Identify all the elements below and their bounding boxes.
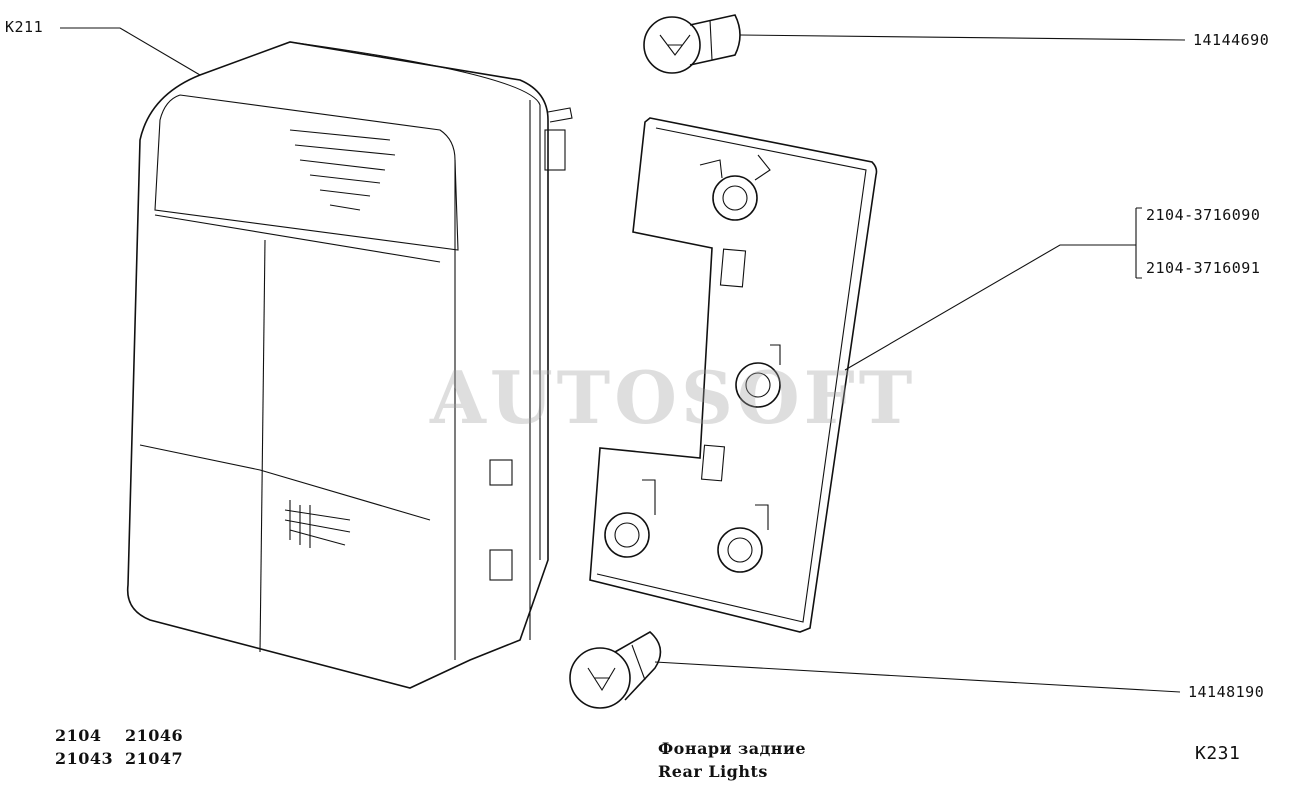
watermark: AUTOSOFT — [430, 355, 917, 440]
callout-bulb-top: 14144690 — [1193, 31, 1270, 49]
model-21046: 21046 — [125, 726, 184, 745]
bulb-bottom — [569, 631, 662, 709]
callout-housing: K211 — [5, 18, 44, 36]
caption-title-ru: Фонари задние — [658, 739, 807, 758]
model-21047: 21047 — [125, 749, 184, 768]
callout-board-b: 2104-3716091 — [1146, 259, 1261, 277]
callout-bulb-bottom: 14148190 — [1188, 683, 1265, 701]
callout-board-a: 2104-3716090 — [1146, 206, 1261, 224]
leader-lines — [60, 27, 1186, 693]
caption-title-en: Rear Lights — [658, 762, 768, 781]
lamp-holder-board — [589, 117, 878, 633]
model-21043: 21043 — [55, 749, 114, 768]
bulb-top — [643, 14, 741, 74]
page-code: K231 — [1195, 743, 1241, 764]
model-2104: 2104 — [55, 726, 102, 745]
rear-light-housing — [126, 41, 573, 689]
